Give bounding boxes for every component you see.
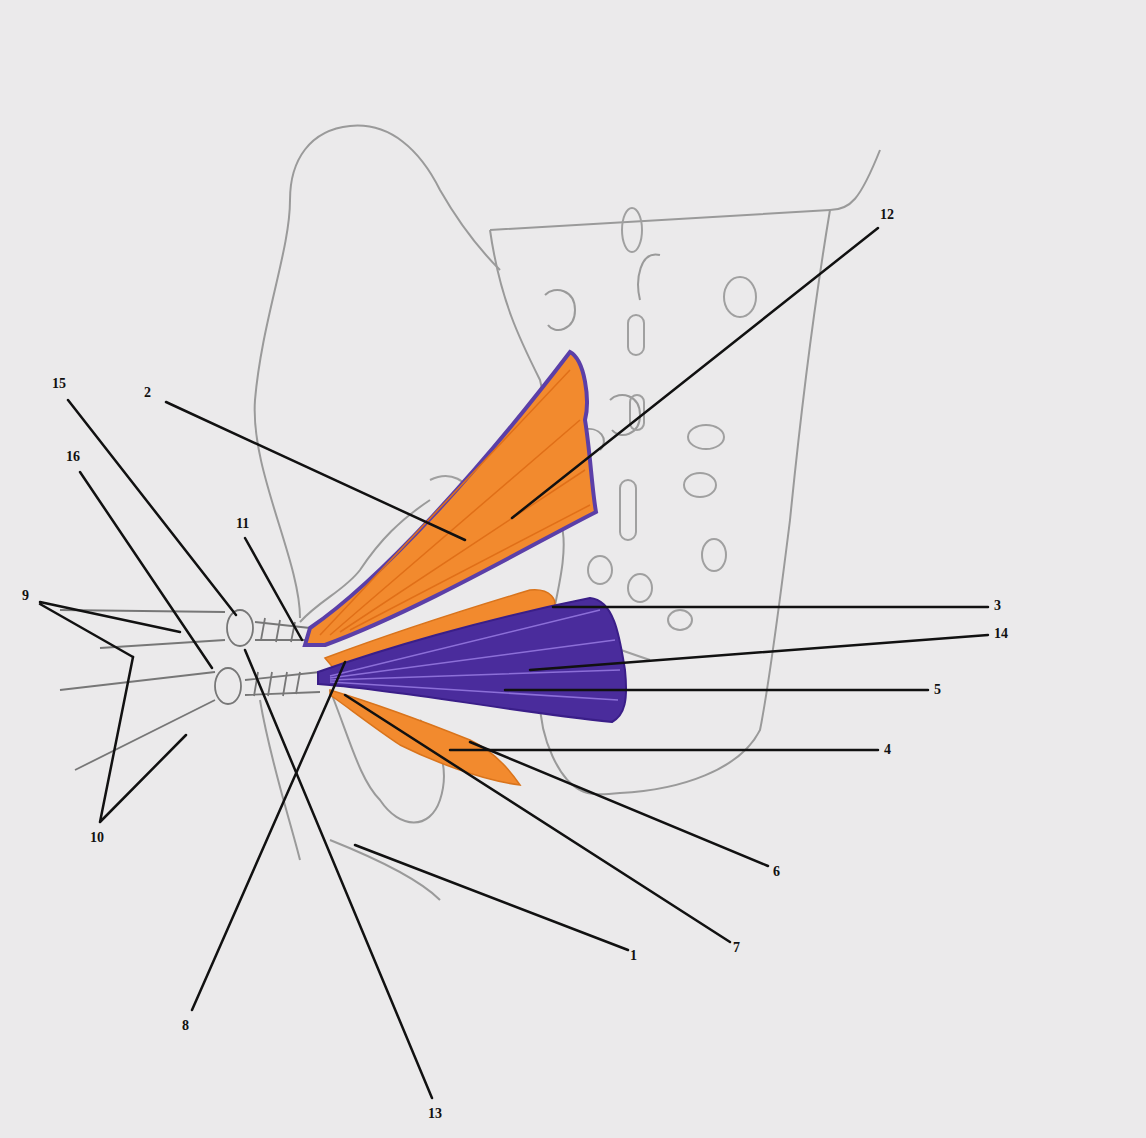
callout-number: 1 xyxy=(630,948,637,964)
leader-lines xyxy=(40,228,988,1098)
callout-number: 12 xyxy=(880,207,894,223)
callout-number: 2 xyxy=(144,385,151,401)
callout-number: 4 xyxy=(884,742,891,758)
muscle-fibres-purple xyxy=(330,610,620,700)
callout-number: 16 xyxy=(66,449,80,465)
callout-number: 9 xyxy=(22,588,29,604)
callout-number: 14 xyxy=(994,626,1008,642)
callout-number: 13 xyxy=(428,1106,442,1122)
callout-number: 3 xyxy=(994,598,1001,614)
callout-number: 7 xyxy=(733,940,740,956)
sacral-foramina xyxy=(430,208,756,660)
callout-number: 11 xyxy=(236,516,249,532)
callout-number: 6 xyxy=(773,864,780,880)
callout-number: 10 xyxy=(90,830,104,846)
callout-number: 5 xyxy=(934,682,941,698)
pelvis-outline xyxy=(255,126,880,900)
callout-number: 15 xyxy=(52,376,66,392)
callout-number: 8 xyxy=(182,1018,189,1034)
